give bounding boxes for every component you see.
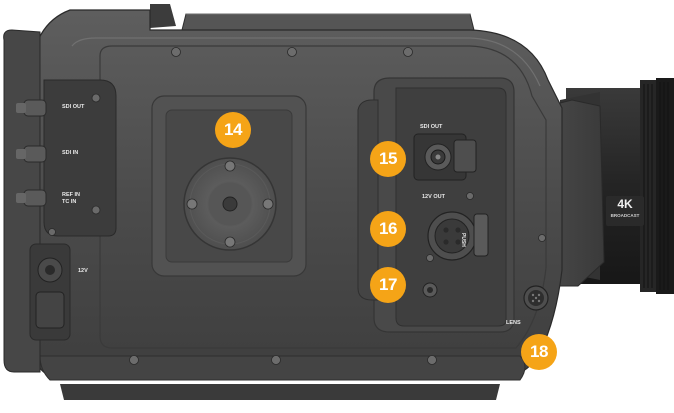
label-sdi-out-right: SDI OUT: [420, 124, 443, 130]
side-panel: [99, 45, 547, 349]
lower-rail: [39, 355, 526, 381]
bottom-plate: [60, 384, 500, 400]
label-push: PUSH: [460, 233, 466, 247]
label-sdi-in: SDI IN: [62, 150, 79, 156]
callout-14: 14: [215, 112, 251, 148]
badge-broadcast: BROADCAST: [610, 213, 640, 218]
label-sdi-out-left: SDI OUT: [62, 104, 85, 110]
label-ref-in: REF IN: [62, 192, 81, 198]
badge-4k: 4K: [617, 197, 633, 211]
mounting-plate: [151, 95, 307, 277]
callout-17: 17: [370, 267, 406, 303]
label-lens: LENS: [506, 320, 521, 326]
top-bevel: [71, 37, 541, 87]
label-12v-out: 12V OUT: [422, 194, 445, 200]
label-12v: 12V: [78, 268, 88, 274]
right-connector-bay: [357, 77, 515, 333]
label-tc-in: TC IN: [62, 199, 77, 205]
callout-15: 15: [370, 141, 406, 177]
body-screws: [129, 47, 546, 365]
left-connector-panel: [3, 29, 117, 373]
callout-18: 18: [521, 334, 557, 370]
badge-plate: [606, 196, 644, 226]
lens-connector: [523, 285, 549, 311]
callout-16: 16: [370, 211, 406, 247]
top-rail: [150, 4, 475, 31]
